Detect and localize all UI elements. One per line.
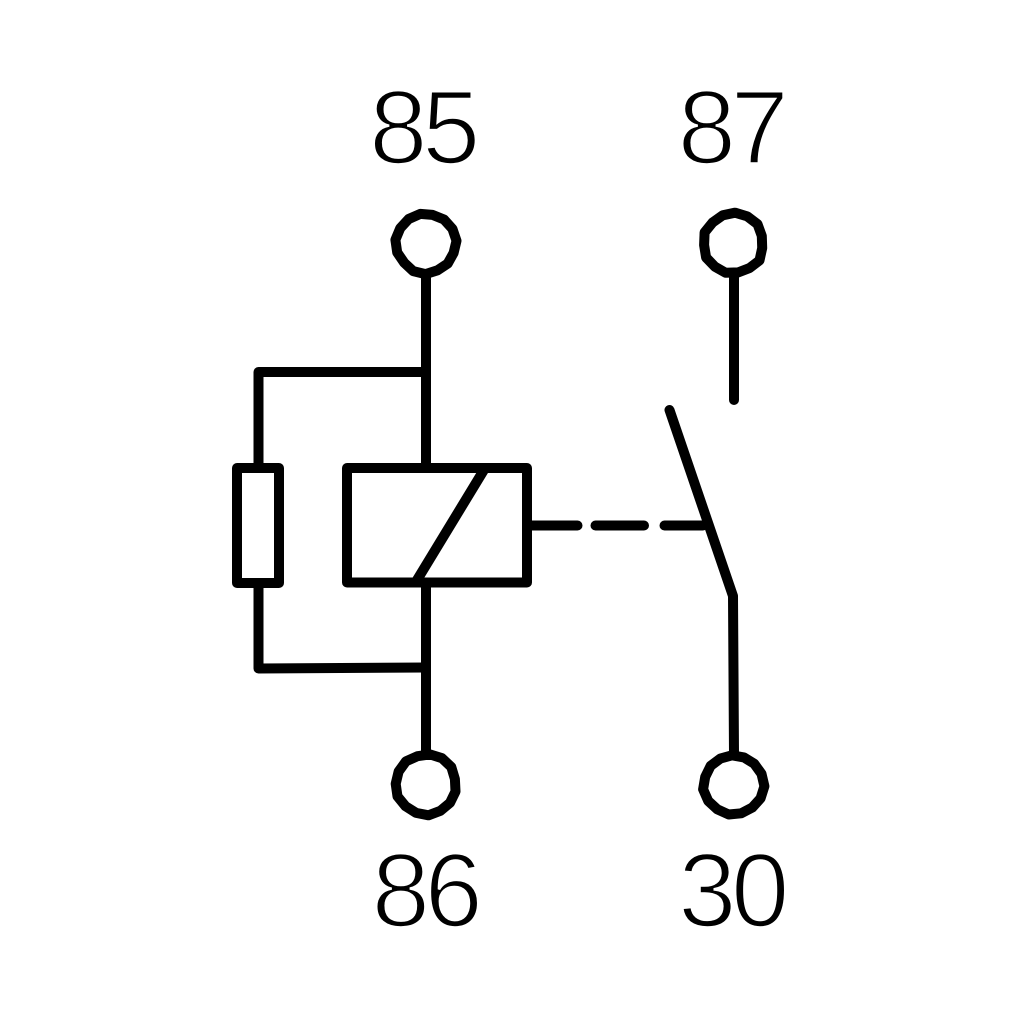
svg-text:87: 87 [678, 70, 785, 187]
svg-text:85: 85 [369, 70, 476, 187]
svg-text:30: 30 [678, 833, 786, 950]
svg-text:86: 86 [372, 833, 479, 950]
